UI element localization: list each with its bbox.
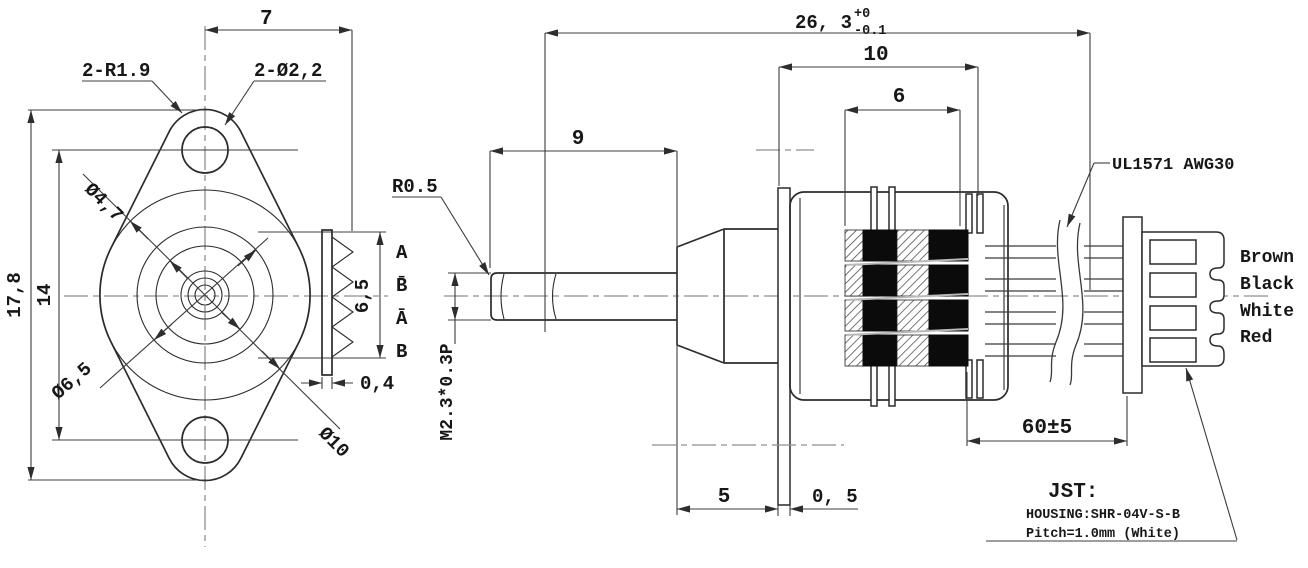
motor-can	[789, 191, 1009, 401]
stator-tab	[888, 359, 896, 407]
wire-color-black: Black	[1240, 275, 1294, 295]
jst-connector	[1122, 216, 1225, 394]
dim-26-3: 26, 3	[795, 12, 852, 34]
wire-color-white: White	[1240, 302, 1294, 322]
stator-tab	[888, 186, 896, 234]
connector-slot	[1149, 337, 1197, 363]
phase-a-bar: Ā	[396, 308, 408, 330]
connector-slot	[1149, 305, 1197, 331]
front-view: 7 17,8 14 2-R1.9 2-Ø2,2 Ø4,7 Ø6,5 Ø10	[4, 8, 388, 547]
label-tip-radius: R0.5	[392, 176, 438, 198]
leader-cable	[1066, 162, 1095, 228]
label-cable-spec: UL1571 AWG30	[1112, 156, 1234, 175]
connector-slot	[1149, 239, 1197, 265]
side-view: 26, 3 +0 -0.1 10 6 9 R0.5 M2.3*0.3P 5	[392, 7, 1294, 542]
winding-row	[844, 334, 969, 367]
lead-wires	[985, 219, 1150, 386]
body-circle-d10	[99, 189, 311, 401]
dim-26-3-tol-minus: -0.1	[854, 24, 886, 39]
arrow-d47-1	[169, 260, 189, 280]
coil-lead	[845, 258, 969, 266]
cone-slant-top	[676, 228, 725, 248]
winding-row	[844, 264, 969, 297]
leader-r05	[440, 196, 490, 276]
dim-6: 6	[893, 86, 906, 109]
dim-60-5: 60±5	[1022, 417, 1072, 440]
jst-title: JST:	[1048, 481, 1098, 504]
winding-stack	[844, 229, 969, 367]
dia-line-b	[99, 237, 269, 389]
dim-9: 9	[572, 128, 585, 151]
connector-housing	[1141, 231, 1225, 367]
dim-17-8: 17,8	[4, 272, 26, 318]
jst-housing: HOUSING:SHR-04V-S-B	[1026, 508, 1180, 523]
phase-b: B	[396, 341, 407, 363]
dim-6-5: 6,5	[352, 279, 374, 313]
circle-d4-7	[155, 245, 255, 345]
mounting-flange	[777, 187, 791, 506]
leader-ear	[151, 80, 183, 114]
cable-break-curve	[1069, 222, 1084, 386]
shaft-tip	[490, 272, 498, 321]
circle-d6-5	[136, 226, 274, 364]
phase-a: A	[396, 242, 408, 264]
stator-tab	[976, 193, 984, 234]
dim-0-5: 0, 5	[812, 486, 858, 508]
shaft-circle	[194, 284, 216, 306]
dim-dia-10: Ø10	[314, 423, 354, 463]
arrow-d65-2	[153, 323, 173, 341]
coil-lead	[845, 328, 969, 336]
arrow-d10-1	[129, 220, 149, 240]
dim-5: 5	[718, 486, 731, 509]
jst-pitch: Pitch=1.0mm (White)	[1026, 527, 1180, 542]
dia-line-a	[82, 173, 341, 430]
dim-14: 14	[34, 284, 56, 307]
label-ear-radius: 2-R1.9	[82, 60, 150, 82]
shaft-tip-arc	[500, 273, 505, 320]
dim-26-3-tol-plus: +0	[854, 7, 870, 22]
dim-10: 10	[863, 44, 888, 67]
dim-7: 7	[260, 8, 273, 31]
pinion-circle	[187, 277, 223, 313]
coil-zigzag	[331, 236, 354, 358]
cone-slant-bottom	[676, 344, 725, 364]
stator-tab	[965, 359, 973, 399]
connector-note: JST: HOUSING:SHR-04V-S-B Pitch=1.0mm (Wh…	[986, 367, 1238, 542]
cable-break-curve	[1049, 219, 1064, 383]
connector-slot	[1149, 272, 1197, 298]
dim-thread: M2.3*0.3P	[438, 343, 458, 440]
stator-tab	[976, 359, 984, 399]
dim-dia-6-5: Ø6,5	[48, 358, 97, 405]
arrow-d65-1	[237, 249, 257, 267]
winding-row	[844, 299, 969, 332]
arrow-d47-2	[221, 312, 241, 330]
winding-row	[844, 229, 969, 262]
shaft-boss-circle	[180, 270, 230, 320]
phase-b-bar: B̄	[396, 275, 407, 297]
label-hole-dia: 2-Ø2,2	[254, 60, 322, 82]
coil-lead	[845, 293, 969, 301]
thread-runout-arc	[551, 273, 557, 320]
stator-tab	[965, 193, 973, 234]
arrow-d10-2	[261, 350, 281, 370]
leader-jst	[1185, 367, 1238, 541]
connector-retainer	[1122, 216, 1143, 394]
leader-hole	[224, 80, 255, 126]
coil-phase-profile: 6,5 0,4 A B̄ Ā B	[258, 229, 408, 395]
wire-color-red: Red	[1240, 328, 1272, 348]
stator-tab	[870, 359, 878, 407]
stator-tab	[870, 186, 878, 234]
dim-0-4: 0,4	[360, 373, 394, 395]
wire-color-brown: Brown	[1240, 248, 1294, 268]
coil-plate	[321, 229, 333, 376]
dim-dia-4-7: Ø4,7	[80, 179, 128, 227]
